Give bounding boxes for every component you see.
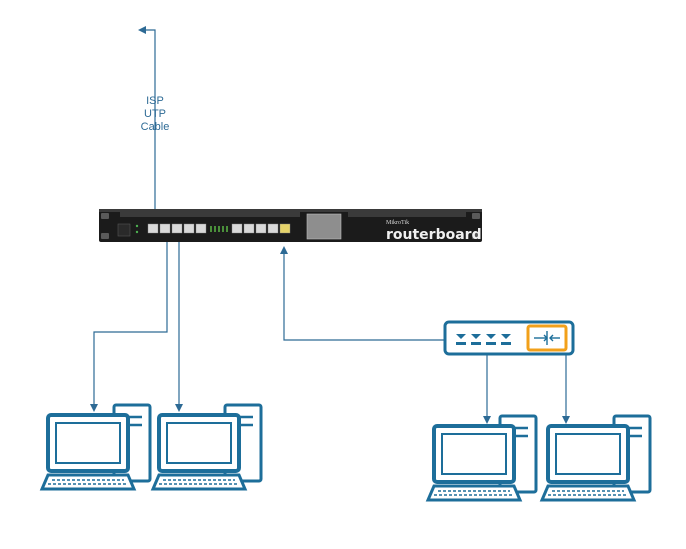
isp-label: ISP	[146, 95, 164, 107]
router-brand-small: MikroTik	[386, 220, 409, 226]
switch-router-line	[280, 246, 445, 341]
isp-uplink-line	[138, 26, 156, 232]
computer-icon	[426, 414, 538, 502]
utp-label: UTP	[144, 108, 166, 120]
isp-cable-label: ISP UTP Cable	[132, 95, 178, 134]
computer-icon	[540, 414, 652, 502]
network-switch-icon	[443, 320, 575, 356]
router-icon	[99, 209, 482, 242]
computer-icon	[151, 403, 263, 491]
router-brand-big: routerboard	[386, 227, 482, 243]
connection-lines	[90, 26, 570, 424]
cable-label: Cable	[140, 121, 170, 133]
pc1-link-line	[90, 240, 168, 412]
computer-icon	[40, 403, 152, 491]
